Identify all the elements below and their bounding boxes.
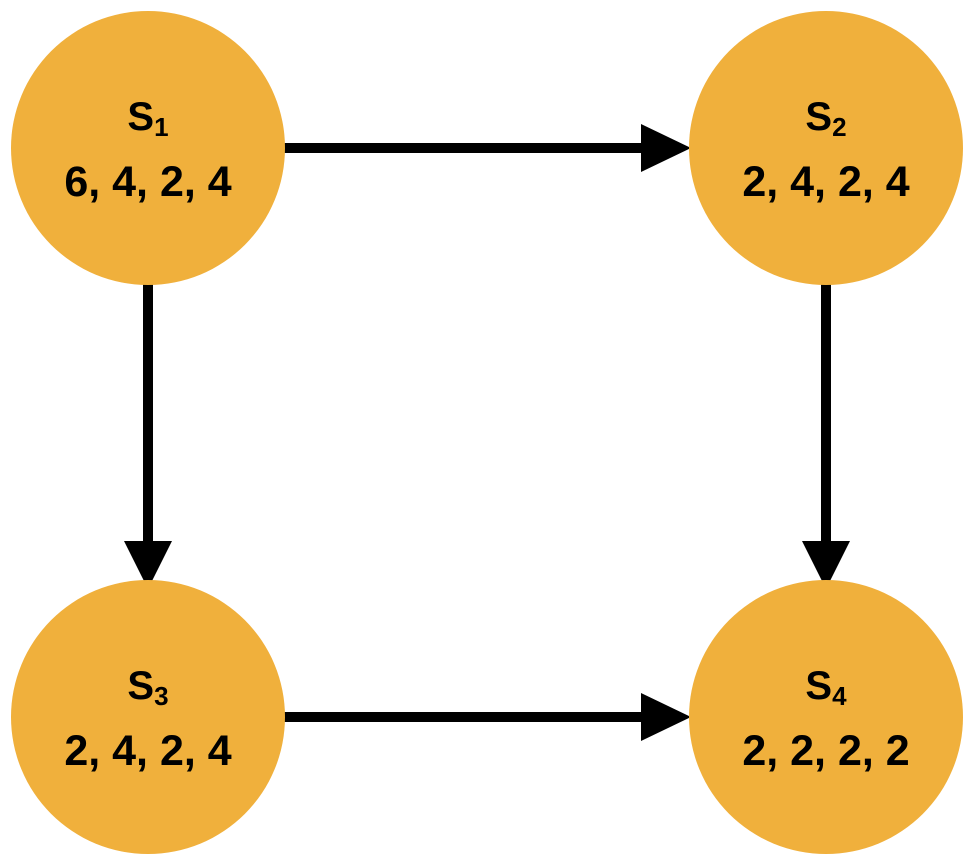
node-s1: S1 6, 4, 2, 4 — [11, 11, 285, 285]
node-values: 2, 4, 2, 4 — [742, 158, 909, 206]
node-values: 6, 4, 2, 4 — [64, 158, 231, 206]
node-values: 2, 2, 2, 2 — [742, 727, 909, 775]
node-name: S3 — [127, 664, 168, 711]
arrowhead-down-icon — [124, 541, 172, 589]
node-values: 2, 4, 2, 4 — [64, 727, 231, 775]
arrowhead-right-icon — [641, 124, 691, 172]
node-circle — [11, 580, 285, 854]
nodes: S1 6, 4, 2, 4 S2 2, 4, 2, 4 S3 2, 4, 2, … — [11, 11, 963, 854]
node-circle — [11, 11, 285, 285]
node-s3: S3 2, 4, 2, 4 — [11, 580, 285, 854]
node-name: S4 — [805, 664, 847, 711]
arrowhead-down-icon — [802, 541, 850, 589]
node-name: S1 — [127, 95, 168, 142]
node-circle — [689, 580, 963, 854]
edge-s2-to-s4 — [802, 278, 850, 589]
node-s2: S2 2, 4, 2, 4 — [689, 11, 963, 285]
edge-s3-to-s4 — [284, 693, 691, 741]
edges — [124, 124, 850, 741]
edge-s1-to-s3 — [124, 278, 172, 589]
edge-s1-to-s2 — [284, 124, 691, 172]
node-circle — [689, 11, 963, 285]
arrowhead-right-icon — [641, 693, 691, 741]
node-name: S2 — [805, 95, 846, 142]
node-s4: S4 2, 2, 2, 2 — [689, 580, 963, 854]
